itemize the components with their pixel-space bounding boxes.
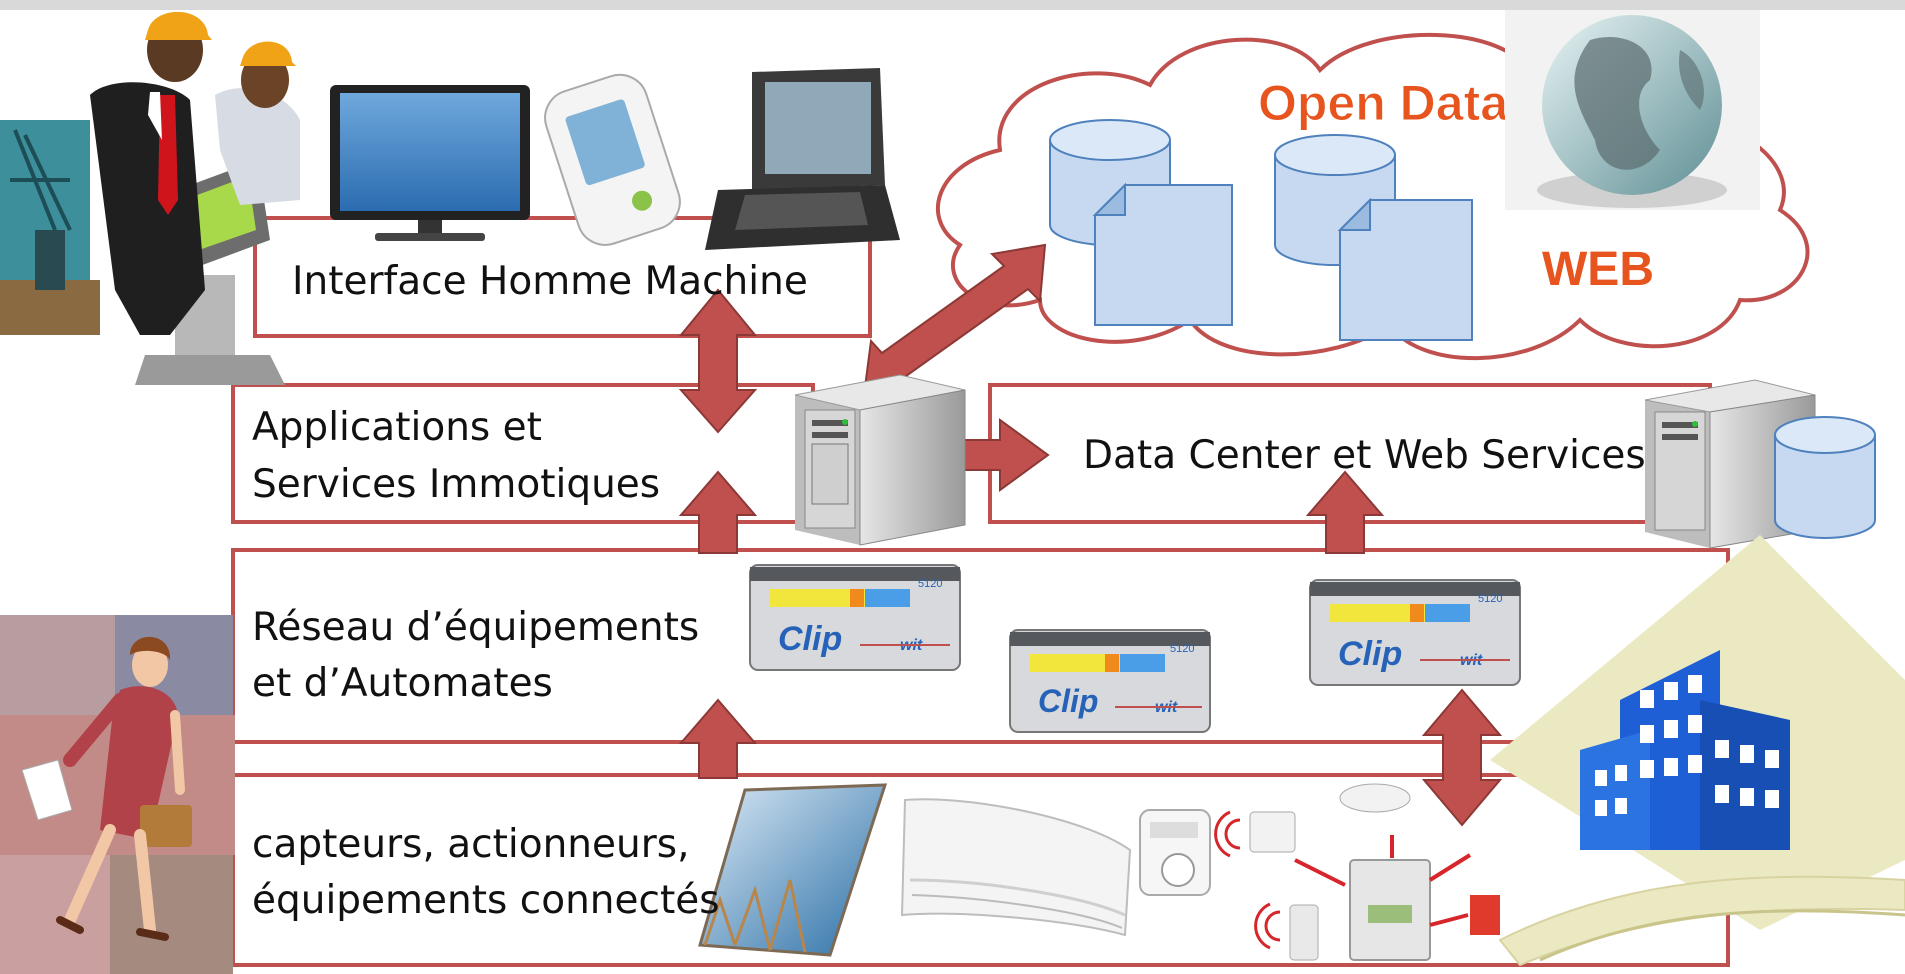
document-icon [1337,197,1473,341]
solar-panel-icon [698,783,888,957]
monitor-icon [330,85,530,241]
network-layer-label-line2: et d’Automates [252,661,553,706]
thermostat-icon [1139,809,1211,896]
datacenter-layer-label: Data Center et Web Services [1083,433,1646,478]
top-strip [0,0,1905,10]
alarm-system-icon [1214,783,1500,961]
sensors-layer-label-line2: équipements connectés [252,878,720,923]
hmi-layer-label: Interface Homme Machine [292,259,808,304]
document-icon [1092,182,1233,326]
laptop-icon [705,68,900,250]
automate-model-text: 5120 [918,578,942,590]
automate-brand-text: Clip [1338,635,1402,673]
cloud-title: Open Data [1258,75,1509,131]
network-datacenter-arrow-up [1305,470,1385,554]
engineers-figure [0,11,300,336]
globe-icon [1505,10,1760,210]
applications-layer-label-line1: Applications et [252,405,542,450]
automate-model-text: 5120 [1478,593,1502,605]
sensors-network-arrow-up [678,698,758,779]
automate-module-icon: Clip wit 5120 [1009,629,1211,733]
air-conditioner-icon [900,798,1132,937]
automate-brand-text: Clip [778,620,842,658]
network-layer-label-line1: Réseau d’équipements [252,605,699,650]
network-apps-arrow-up [678,470,758,554]
network-sensors-bidirectional-arrow [1421,688,1503,827]
hmi-layer-box [253,216,872,338]
server-icon [794,374,966,546]
automate-brand-text: Clip [1038,683,1098,719]
woman-figure [0,615,235,974]
automate-module-icon: Clip wit 5120 [749,564,961,671]
applications-layer-label-line2: Services Immotiques [252,462,660,507]
sensors-layer-label-line1: capteurs, actionneurs, [252,822,689,867]
cloud-subtitle: WEB [1542,243,1654,296]
building-icon [1490,535,1905,967]
database-icon [1774,416,1876,539]
automate-module-icon: Clip wit 5120 [1309,579,1521,686]
automate-model-text: 5120 [1170,643,1194,655]
pda-icon [544,73,681,246]
hmi-apps-bidirectional-arrow [678,288,758,434]
